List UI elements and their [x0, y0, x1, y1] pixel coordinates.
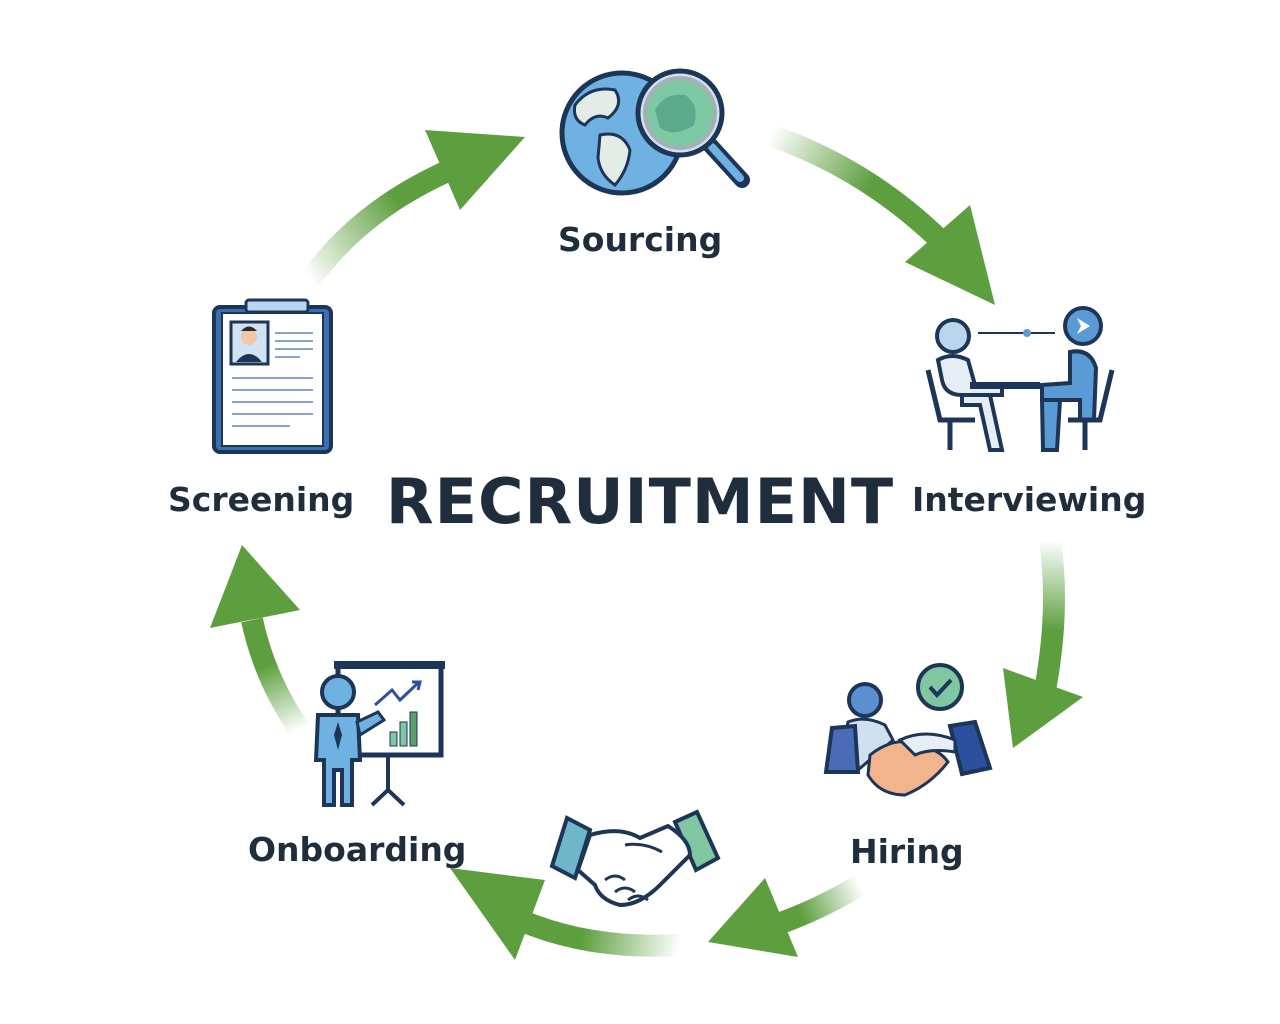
stage-label-screening: Screening [168, 480, 355, 519]
interview-icon [925, 306, 1115, 452]
arrow-screening-to-sourcing [301, 130, 525, 287]
stage-label-onboarding: Onboarding [248, 830, 467, 869]
arrow-interviewing-to-hiring [1003, 538, 1083, 748]
diagram-title: RECRUITMENT [385, 465, 895, 538]
arrow-sourcing-to-interviewing [766, 124, 995, 305]
arrow-hiring-to-handshake [708, 875, 866, 957]
handshake-check-icon [823, 663, 993, 797]
stage-label-interviewing: Interviewing [912, 480, 1147, 519]
resume-clipboard-icon [212, 298, 333, 454]
presentation-icon [313, 661, 445, 807]
globe-magnifier-icon [559, 68, 750, 196]
arrow-handshake-to-onboarding [450, 868, 681, 960]
handshake-icon [549, 809, 721, 908]
stage-label-hiring: Hiring [850, 832, 964, 871]
arrow-onboarding-to-screening [210, 545, 310, 737]
stage-label-sourcing: Sourcing [558, 220, 723, 259]
